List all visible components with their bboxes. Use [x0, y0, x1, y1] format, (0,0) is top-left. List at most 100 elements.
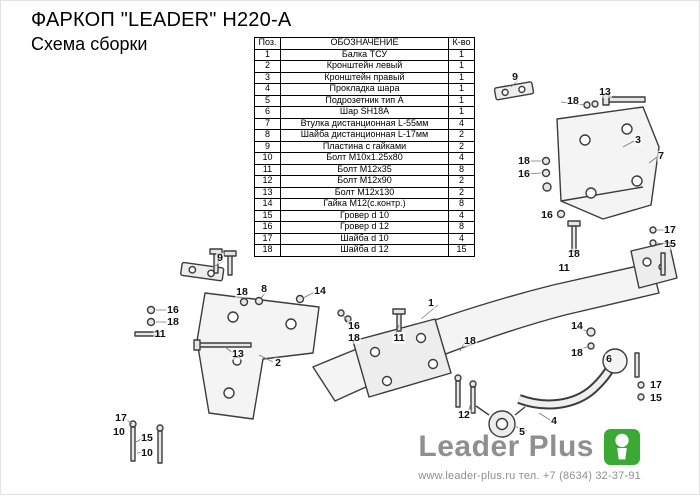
qty-cell: 2 — [448, 129, 475, 142]
pos-cell: 10 — [254, 152, 281, 165]
pos-cell: 4 — [254, 83, 281, 96]
qty-cell: 1 — [448, 71, 475, 84]
qty-cell: 4 — [448, 152, 475, 165]
callout-number: 18 — [570, 346, 584, 359]
qty-cell: 2 — [448, 175, 475, 188]
pos-cell: 6 — [254, 106, 281, 119]
pos-cell: 18 — [254, 244, 281, 257]
callout-number: 8 — [260, 282, 268, 295]
callout-number: 17 — [663, 223, 677, 236]
qty-cell: 4 — [448, 209, 475, 222]
page-subtitle: Схема сборки — [31, 34, 148, 54]
callout-number: 15 — [140, 431, 154, 444]
callout-number: 10 — [112, 425, 126, 438]
qty-cell: 8 — [448, 163, 475, 176]
callout-number: 15 — [663, 237, 677, 250]
callout-number: 14 — [313, 284, 327, 297]
nut-plate-right — [493, 81, 535, 101]
designation-cell: Болт М12х90 — [280, 175, 449, 188]
nut-plate-left — [180, 261, 225, 282]
callout-number: 15 — [649, 391, 663, 404]
qty-cell: 1 — [448, 83, 475, 96]
callout-number: 7 — [657, 149, 665, 162]
callout-number: 10 — [140, 446, 154, 459]
callout-number: 18 — [166, 315, 180, 328]
footer-contact: www.leader-plus.ru тел. +7 (8634) 32-37-… — [418, 470, 641, 482]
pos-cell: 16 — [254, 221, 281, 234]
callout-number: 13 — [231, 347, 245, 360]
qty-cell: 4 — [448, 117, 475, 130]
pos-cell: 17 — [254, 232, 281, 245]
callout-number: 18 — [566, 94, 580, 107]
callout-number: 1 — [427, 296, 435, 309]
brand-name: Leader Plus — [418, 430, 594, 463]
callout-number: 11 — [392, 331, 406, 344]
pos-cell: 12 — [254, 175, 281, 188]
qty-cell: 1 — [448, 60, 475, 73]
pos-cell: 8 — [254, 129, 281, 142]
qty-cell: 15 — [448, 244, 475, 257]
callout-number: 18 — [517, 154, 531, 167]
designation-cell: Шар SH18A — [280, 106, 449, 119]
qty-cell: 8 — [448, 198, 475, 211]
qty-cell: 2 — [448, 186, 475, 199]
callout-number: 11 — [153, 327, 167, 340]
footer: Leader Plus www.leader-plus.ru тел. +7 (… — [418, 428, 641, 482]
callout-number: 17 — [114, 411, 128, 424]
callout-number: 16 — [517, 167, 531, 180]
callout-number: 9 — [511, 70, 519, 83]
callout-number: 13 — [598, 85, 612, 98]
designation-cell: Пластина с гайками — [280, 140, 449, 153]
designation-cell: Втулка дистанционная L-55мм — [280, 117, 449, 130]
callout-number: 18 — [235, 285, 249, 298]
pos-cell: 15 — [254, 209, 281, 222]
parts-table-header: К-во — [448, 37, 475, 50]
pos-cell: 2 — [254, 60, 281, 73]
designation-cell: Прокладка шара — [280, 83, 449, 96]
designation-cell: Шайба d 10 — [280, 232, 449, 245]
callout-number: 18 — [463, 334, 477, 347]
callout-number: 16 — [540, 208, 554, 221]
pos-cell: 14 — [254, 198, 281, 211]
designation-cell: Болт М12х130 — [280, 186, 449, 199]
designation-cell: Болт М12х35 — [280, 163, 449, 176]
parts-table-header: Поз. — [254, 37, 281, 50]
pos-cell: 13 — [254, 186, 281, 199]
callout-number: 17 — [649, 378, 663, 391]
pos-cell: 9 — [254, 140, 281, 153]
designation-cell: Подрозетник тип А — [280, 94, 449, 107]
qty-cell: 1 — [448, 48, 475, 61]
page-title: ФАРКОП "LEADER" Н220-А — [31, 9, 292, 31]
designation-cell: Кронштейн левый — [280, 60, 449, 73]
callout-number: 3 — [634, 133, 642, 146]
main-beam — [312, 262, 660, 402]
pos-cell: 3 — [254, 71, 281, 84]
callout-number: 16 — [166, 303, 180, 316]
designation-cell: Гровер d 10 — [280, 209, 449, 222]
designation-cell: Кронштейн правый — [280, 71, 449, 84]
towball-logo-icon — [603, 428, 641, 466]
qty-cell: 2 — [448, 140, 475, 153]
parts-table-header: ОБОЗНАЧЕНИЕ — [280, 37, 449, 50]
qty-cell: 8 — [448, 221, 475, 234]
right-bracket — [556, 106, 660, 220]
callout-number: 4 — [550, 414, 558, 427]
callout-number: 18 — [567, 247, 581, 260]
